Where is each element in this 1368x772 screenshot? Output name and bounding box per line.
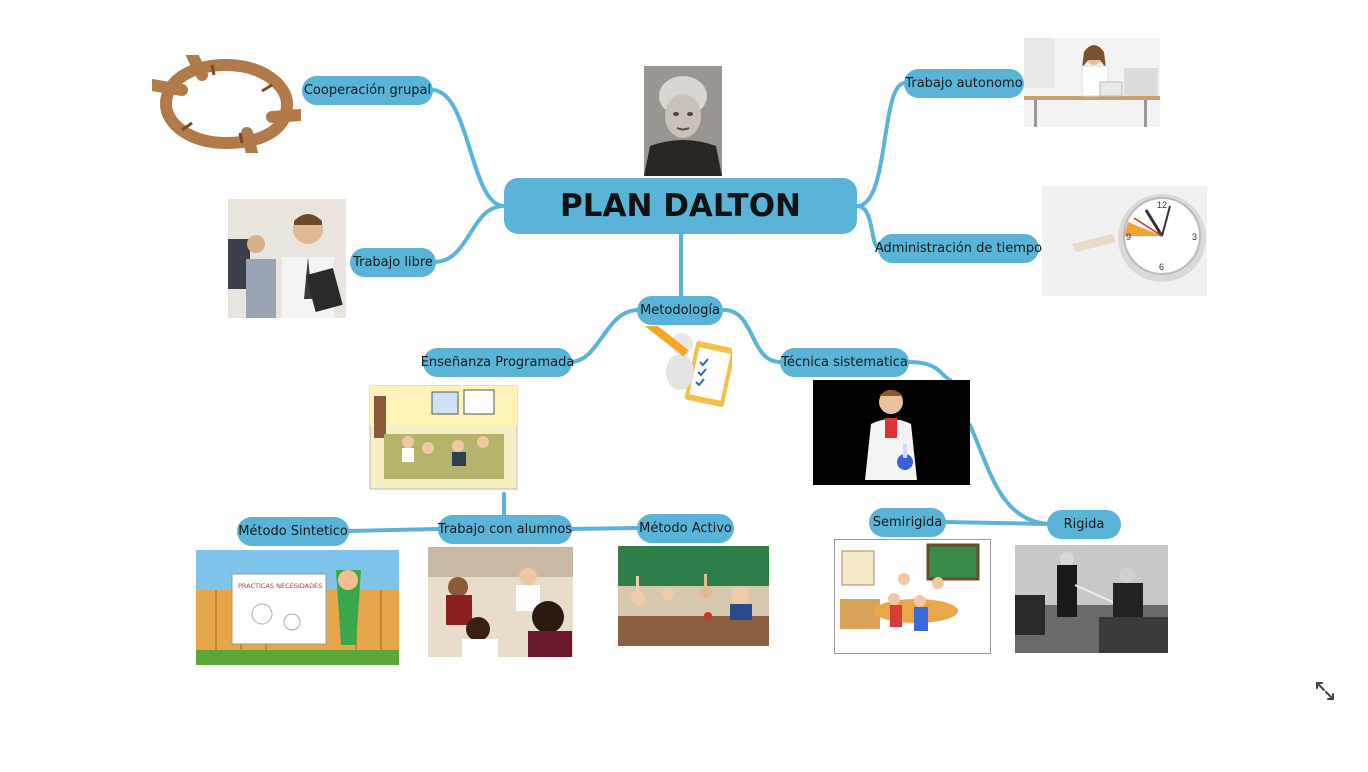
clock-image: 12 3 6 9 <box>1042 186 1207 296</box>
students-working-image <box>428 547 573 657</box>
node-metodologia[interactable]: Metodología <box>637 296 723 325</box>
expand-icon[interactable] <box>1314 680 1336 702</box>
node-tecnica-sistematica[interactable]: Técnica sistematica <box>780 348 909 377</box>
node-trabajo-autonomo[interactable]: Trabajo autonomo <box>904 69 1024 98</box>
svg-text:9: 9 <box>1126 232 1131 242</box>
node-semirigida[interactable]: Semirigida <box>869 508 946 537</box>
office-worker-image <box>228 199 346 318</box>
node-metodo-activo[interactable]: Método Activo <box>637 514 734 543</box>
node-cooperacion-grupal[interactable]: Cooperación grupal <box>302 76 433 105</box>
svg-text:12: 12 <box>1157 200 1167 210</box>
node-trabajo-con-alumnos[interactable]: Trabajo con alumnos <box>438 515 572 544</box>
node-trabajo-libre[interactable]: Trabajo libre <box>350 248 436 277</box>
checklist-pencil-image <box>634 326 732 408</box>
hands-circle-image <box>152 55 301 153</box>
central-topic[interactable]: PLAN DALTON <box>504 178 857 234</box>
portrait-image <box>644 66 722 176</box>
node-administracion-tiempo[interactable]: Administración de tiempo <box>875 234 1042 263</box>
woman-desk-image <box>1024 38 1160 127</box>
presentation-board-text: PRACTICAS NECESIDADES <box>238 582 322 590</box>
students-raising-hands-image <box>618 546 769 646</box>
node-metodo-sintetico[interactable]: Método Sintetico <box>237 517 349 546</box>
strict-classroom-image <box>1015 545 1168 653</box>
node-ensenanza-programada[interactable]: Enseñanza Programada <box>421 348 574 377</box>
classroom-cartoon-image <box>368 384 519 491</box>
svg-text:6: 6 <box>1159 262 1164 272</box>
node-rigida[interactable]: Rigida <box>1047 510 1121 539</box>
svg-text:3: 3 <box>1192 232 1197 242</box>
scientist-image <box>813 380 970 485</box>
cartoon-presentation-image: PRACTICAS NECESIDADES <box>196 550 399 665</box>
cartoon-class-group-image <box>834 539 991 654</box>
